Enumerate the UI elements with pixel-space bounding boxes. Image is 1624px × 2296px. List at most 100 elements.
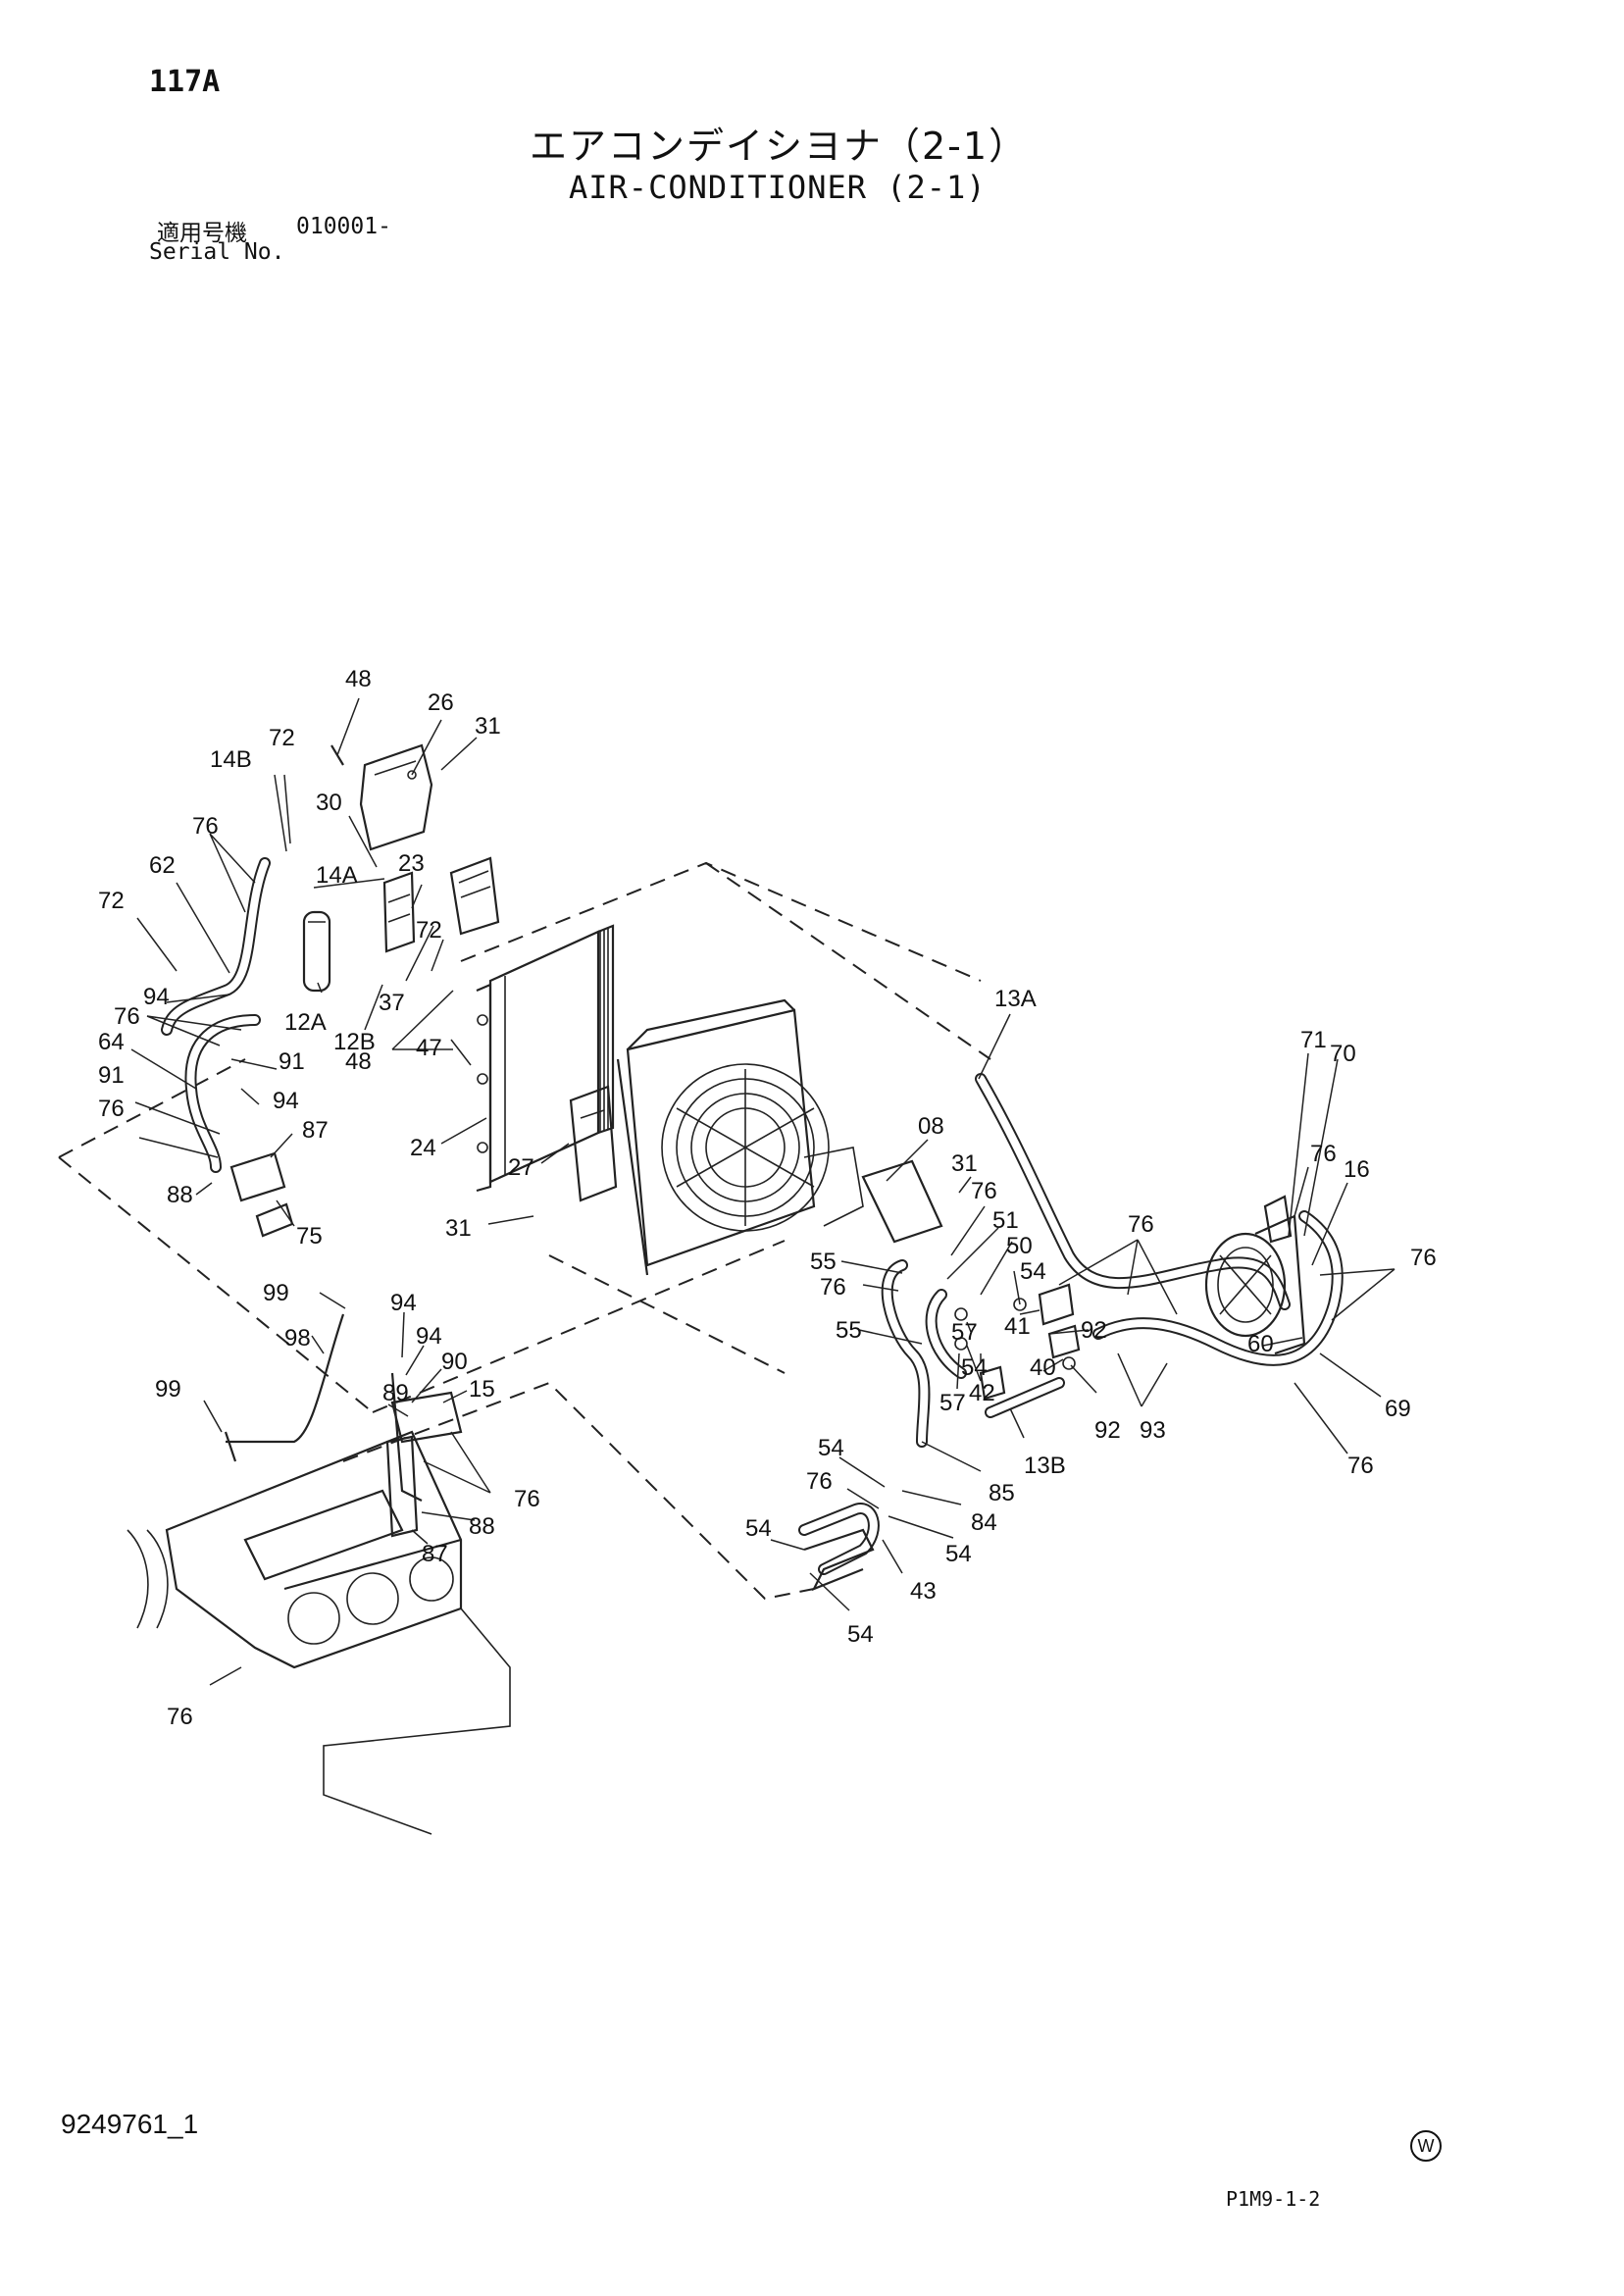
callout-72: 72: [269, 725, 295, 751]
callout-99: 99: [263, 1280, 289, 1306]
serial-label-english: Serial No.: [149, 239, 285, 265]
callout-13a: 13A: [994, 986, 1037, 1012]
callout-24: 24: [410, 1135, 436, 1161]
leader-lines: [130, 697, 1396, 1686]
callout-76: 76: [1128, 1211, 1154, 1238]
serial-label-japanese: 適用号機: [157, 221, 247, 246]
condenser-core: [476, 924, 615, 1193]
page-number: 117A: [149, 65, 221, 99]
callout-48: 48: [345, 1048, 372, 1075]
page-code: P1M9-1-2: [1226, 2187, 1321, 2211]
callout-27: 27: [508, 1154, 534, 1181]
callout-87: 87: [422, 1541, 448, 1567]
callout-31: 31: [951, 1150, 978, 1177]
receiver-dryer-assembly: [302, 856, 500, 993]
callout-76: 76: [514, 1486, 540, 1512]
document-number: 9249761_1: [61, 2109, 199, 2139]
callout-94: 94: [143, 984, 170, 1010]
callout-40: 40: [1030, 1354, 1056, 1381]
callout-94: 94: [416, 1323, 442, 1350]
callout-14a: 14A: [316, 862, 358, 889]
callout-76: 76: [971, 1178, 997, 1204]
callout-31: 31: [445, 1215, 472, 1242]
callout-85: 85: [989, 1480, 1015, 1506]
callout-90: 90: [441, 1349, 468, 1375]
radiator-fan-shroud: [616, 998, 864, 1276]
callout-37: 37: [379, 990, 405, 1016]
callout-08: 08: [918, 1113, 944, 1140]
callout-48: 48: [345, 666, 372, 692]
callout-92: 92: [1081, 1317, 1107, 1344]
callout-99: 99: [155, 1376, 181, 1403]
callout-84: 84: [971, 1509, 997, 1536]
callout-88: 88: [167, 1182, 193, 1208]
callout-91: 91: [279, 1048, 305, 1075]
callout-57: 57: [939, 1390, 966, 1416]
callout-30: 30: [316, 790, 342, 816]
callout-94: 94: [390, 1290, 417, 1316]
callout-69: 69: [1385, 1396, 1411, 1422]
callout-72: 72: [416, 917, 442, 944]
callout-12a: 12A: [284, 1009, 327, 1036]
callout-89: 89: [382, 1380, 409, 1406]
callout-76: 76: [114, 1003, 140, 1030]
callout-75: 75: [296, 1223, 323, 1250]
callout-14b: 14B: [210, 746, 252, 773]
callout-76: 76: [167, 1704, 193, 1730]
callout-76: 76: [1410, 1245, 1437, 1271]
bracket-part-26: [330, 743, 433, 851]
callout-60: 60: [1247, 1331, 1274, 1357]
callout-71: 71: [1300, 1027, 1327, 1053]
serial-number-value: 010001-: [296, 214, 391, 239]
callout-16: 16: [1344, 1156, 1370, 1183]
callout-47: 47: [416, 1035, 442, 1061]
callout-54: 54: [961, 1354, 988, 1381]
callout-76: 76: [1310, 1141, 1337, 1167]
callout-62: 62: [149, 852, 176, 879]
callout-64: 64: [98, 1029, 125, 1055]
callout-55: 55: [810, 1249, 837, 1275]
title-japanese: エアコンデイシヨナ（2-1）: [530, 125, 1029, 168]
callout-54: 54: [818, 1435, 844, 1461]
callout-54: 54: [945, 1541, 972, 1567]
heater-unit: [127, 1430, 511, 1835]
right-hose-lines: [798, 1073, 1344, 1575]
title-english: AIR-CONDITIONER (2-1): [569, 169, 987, 206]
callout-43: 43: [910, 1578, 937, 1605]
callout-94: 94: [273, 1088, 299, 1114]
callout-41: 41: [1004, 1313, 1031, 1340]
callout-23: 23: [398, 850, 425, 877]
callout-labels: 48 26 31 14B 72 30 76 14A 23 62 72 72 94…: [98, 666, 1437, 1730]
callout-13b: 13B: [1024, 1453, 1066, 1479]
left-hose-lines: [161, 857, 294, 1238]
callout-54: 54: [1020, 1258, 1046, 1285]
callout-54: 54: [847, 1621, 874, 1648]
callout-72: 72: [98, 888, 125, 914]
callout-93: 93: [1140, 1417, 1166, 1444]
callout-98: 98: [284, 1325, 311, 1352]
callout-57: 57: [951, 1319, 978, 1346]
w-circle-mark: W: [1410, 2130, 1442, 2162]
callout-87: 87: [302, 1117, 329, 1144]
callout-76: 76: [1347, 1453, 1374, 1479]
callout-51: 51: [992, 1207, 1019, 1234]
compressor: [1204, 1195, 1306, 1355]
callout-76: 76: [98, 1096, 125, 1122]
callout-42: 42: [969, 1380, 995, 1406]
callout-76: 76: [820, 1274, 846, 1301]
callout-15: 15: [469, 1376, 495, 1403]
callout-91: 91: [98, 1062, 125, 1089]
callout-88: 88: [469, 1513, 495, 1540]
callout-54: 54: [745, 1515, 772, 1542]
callout-55: 55: [836, 1317, 862, 1344]
callout-92: 92: [1094, 1417, 1121, 1444]
rod-and-brackets: [224, 1313, 463, 1538]
callout-50: 50: [1006, 1233, 1033, 1259]
callout-76: 76: [192, 813, 219, 840]
fittings: [954, 1283, 1081, 1401]
plate-part-27: [569, 1085, 618, 1202]
callout-70: 70: [1330, 1041, 1356, 1067]
callout-26: 26: [428, 689, 454, 716]
callout-76: 76: [806, 1468, 833, 1495]
